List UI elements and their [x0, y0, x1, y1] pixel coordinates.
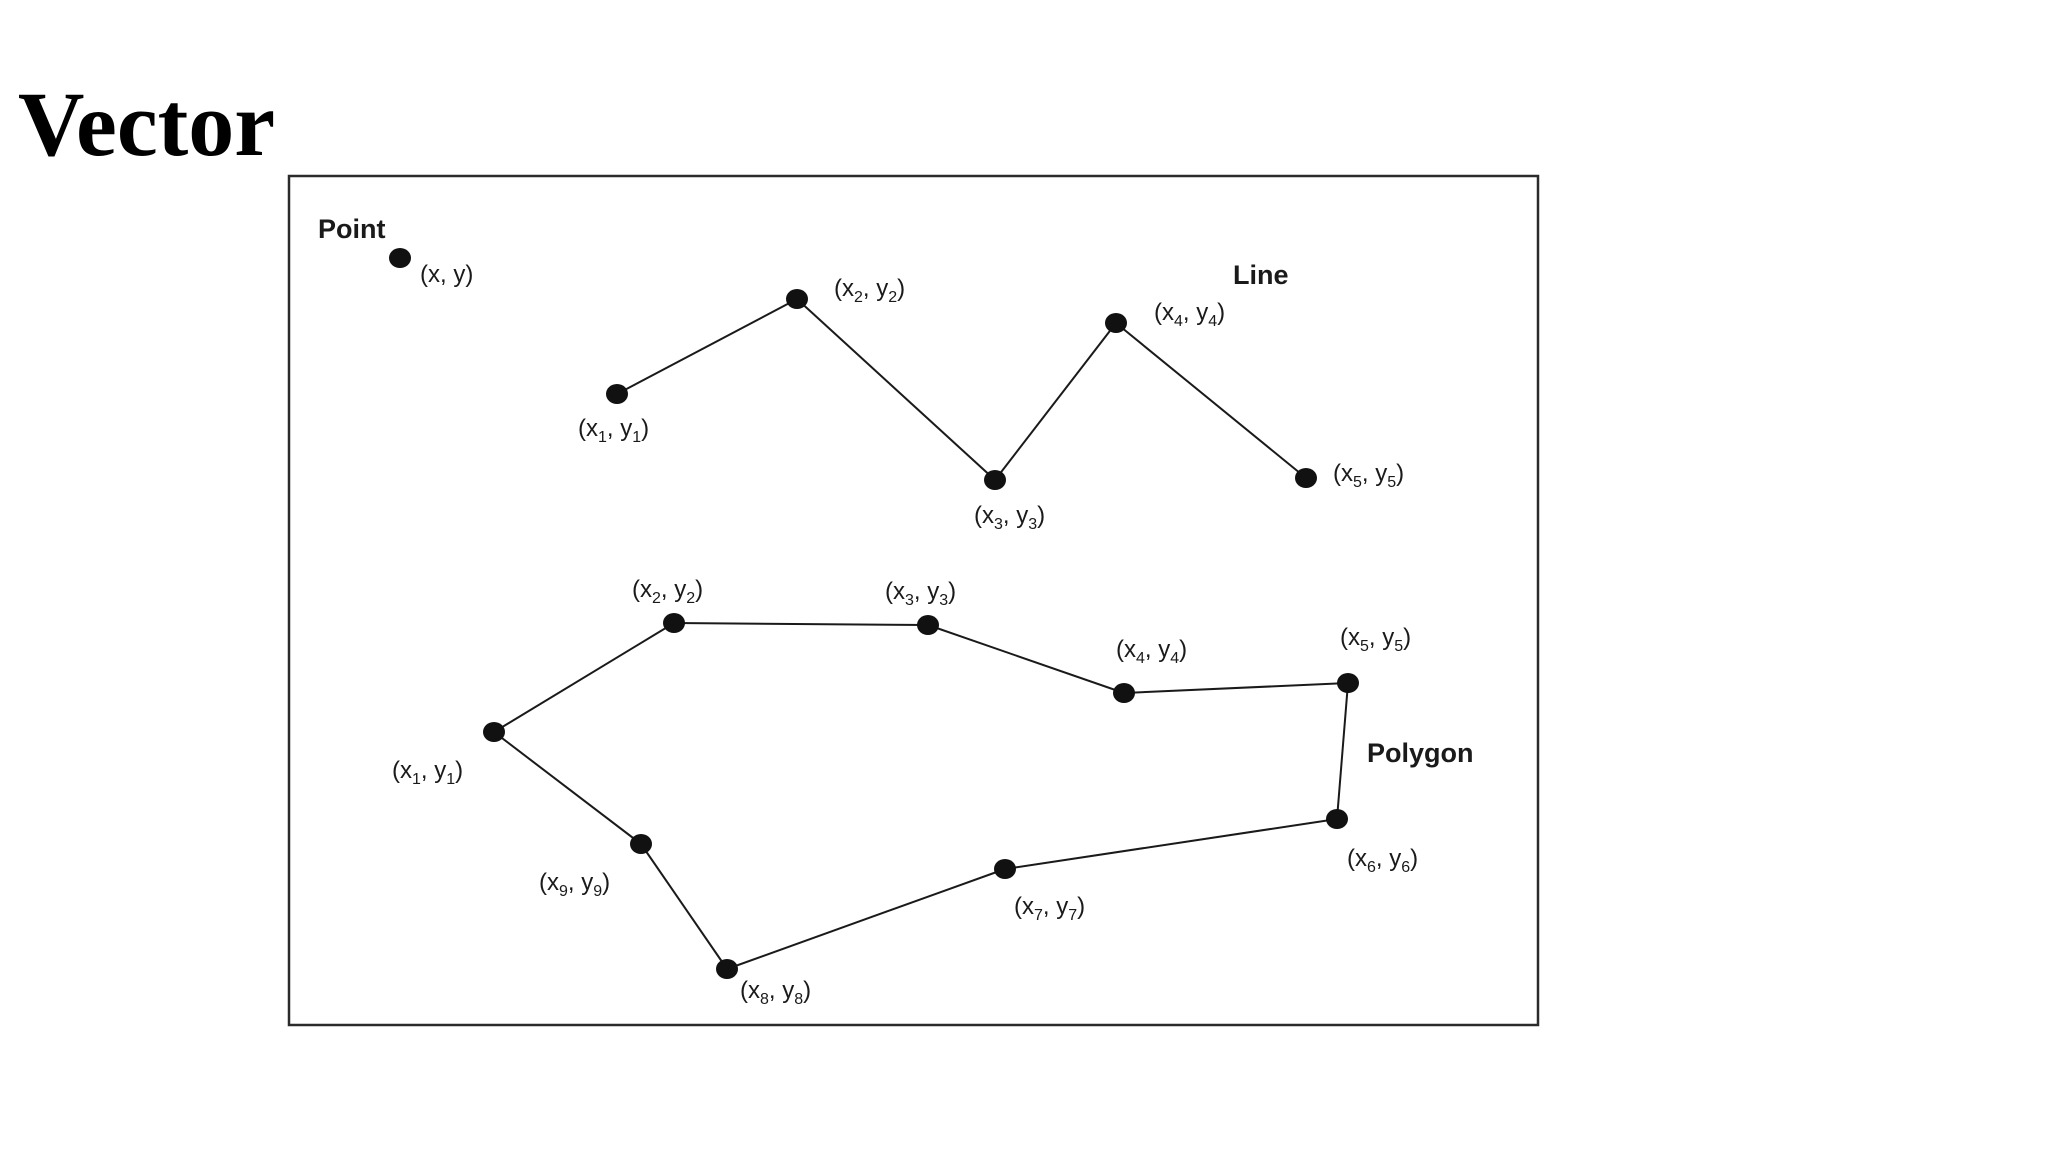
line-segment [616, 298, 798, 395]
polygon-vertex-label: (x6, y6) [1347, 845, 1418, 876]
polygon-feature-label: Polygon [1367, 738, 1474, 768]
line-feature-label: Line [1233, 260, 1289, 290]
line-segment [994, 322, 1117, 481]
polygon-vertex-label: (x8, y8) [740, 977, 811, 1008]
polygon-vertex [1337, 673, 1359, 693]
polygon-edge [493, 622, 675, 733]
line-vertex-label: (x3, y3) [974, 502, 1045, 533]
polygon-vertex-label: (x2, y2) [632, 576, 703, 607]
polygon-edge [726, 868, 1006, 970]
polygon-edge [1123, 682, 1349, 694]
point-coord-label: (x, y) [420, 261, 473, 288]
line-vertex [606, 384, 628, 404]
polygon-edge [493, 731, 642, 845]
polygon-vertex-label: (x1, y1) [392, 757, 463, 788]
diagram-frame [287, 174, 1540, 1027]
line-segment [796, 298, 996, 481]
polygon-vertex [663, 613, 685, 633]
point-vertex [389, 248, 411, 268]
polygon-vertex [917, 615, 939, 635]
polygon-vertex [1113, 683, 1135, 703]
polygon-edge [640, 843, 728, 970]
polygon-vertex-label: (x3, y3) [885, 578, 956, 609]
line-vertex [786, 289, 808, 309]
polygon-edge [1004, 818, 1338, 870]
line-vertex-label: (x1, y1) [578, 415, 649, 446]
line-vertex [1105, 313, 1127, 333]
labels-layer: (x, y) (x1, y1) (x2, y2) (x3, y3) (x4, y4) (x… [392, 261, 1418, 1008]
polygon-vertex [1326, 809, 1348, 829]
line-vertex-label: (x5, y5) [1333, 460, 1404, 491]
polygon-vertex [994, 859, 1016, 879]
polygon-vertex [630, 834, 652, 854]
polygon-vertex [716, 959, 738, 979]
point-feature-label: Point [318, 214, 386, 244]
line-vertex [984, 470, 1006, 490]
polygon-vertex [483, 722, 505, 742]
slide-title: Vector [18, 73, 276, 175]
line-segment [1115, 322, 1307, 479]
polygon-vertex-label: (x5, y5) [1340, 624, 1411, 655]
vertices-layer [389, 248, 1359, 979]
edges-layer [493, 298, 1349, 970]
polygon-vertex-label: (x9, y9) [539, 869, 610, 900]
polygon-edge [927, 624, 1125, 694]
polygon-edge [673, 622, 929, 626]
polygon-vertex-label: (x4, y4) [1116, 636, 1187, 667]
line-vertex-label: (x2, y2) [834, 275, 905, 306]
line-vertex [1295, 468, 1317, 488]
line-vertex-label: (x4, y4) [1154, 299, 1225, 330]
polygon-vertex-label: (x7, y7) [1014, 893, 1085, 924]
polygon-edge [1336, 682, 1349, 820]
